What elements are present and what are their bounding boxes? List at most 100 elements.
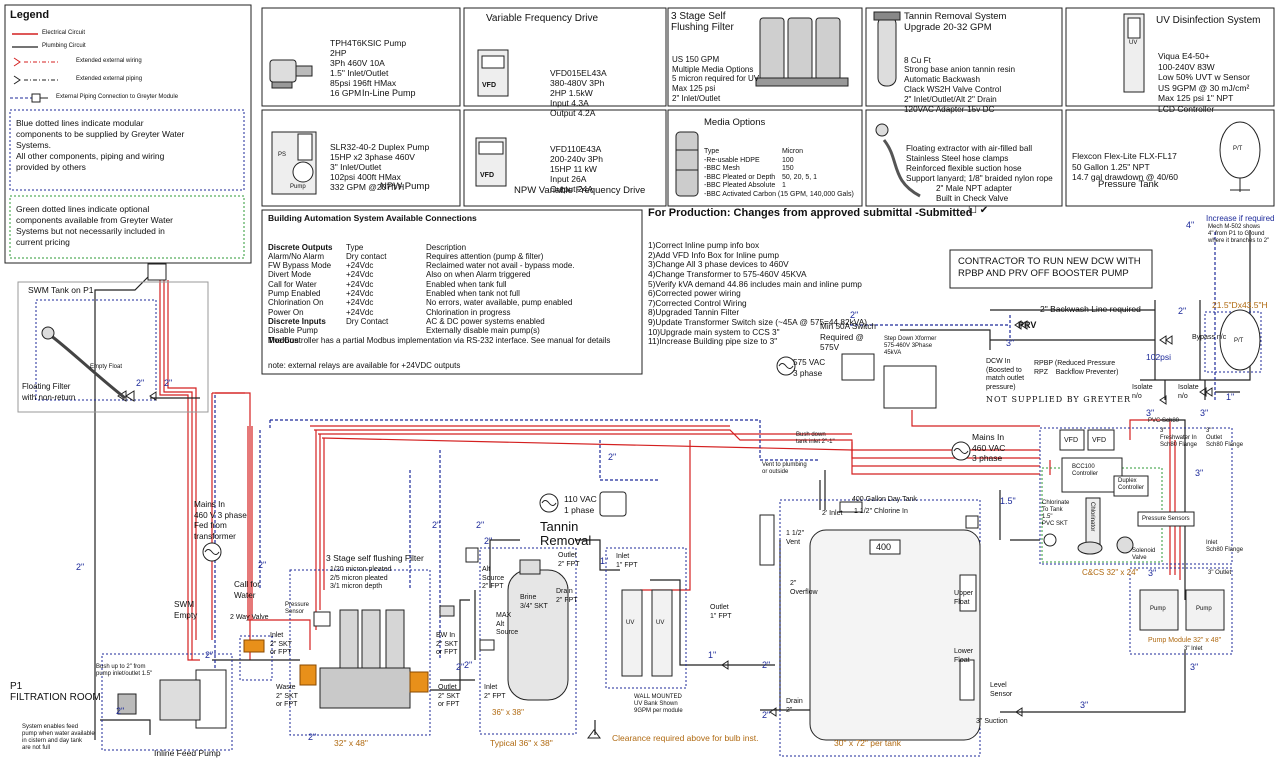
not-supplied-label: NOT SUPPLIED BY GREYTER [986,395,1131,404]
tank-400-label: 400 [876,542,892,552]
green-note-frame [9,195,245,259]
pipe-size: 1" [1226,392,1235,402]
ccs-size-label: C&CS 32" x 24" [1082,568,1139,577]
psi-label: 102psi [1146,352,1172,362]
pipe-size: 2" [850,310,859,320]
outlet-3-label: 3" Outlet [1208,570,1232,576]
npw-vfd-icon [475,137,507,187]
bush-up-label: Bush up to 2" from pump inlet/outlet 1.5… [96,664,153,677]
pump-module-label: Pump Module 32" x 48" [1148,637,1222,644]
inlet-1fpt-label: Inlet 1" FPT [616,553,638,569]
empty-float-label: Empty Float [90,364,123,370]
pipe-size: 2" [76,562,85,572]
changes-title: For Production: Changes from approved su… [648,207,973,219]
pipe-size: 2" [308,732,317,742]
pipe-size: 1" [600,556,609,566]
floating-extractor-icon [875,123,921,198]
pipe-size: 2" [464,660,473,670]
duplex-label: Duplex Controller [1118,478,1145,491]
switch-label: Min 50A Switch Required @ 575V [820,322,876,352]
npw-vfd-caption: NPW Variable Frequency Drive [514,185,646,196]
pressure-tank-caption: Pressure Tank [1098,179,1159,190]
chlorinator-label: Chlorinator [1089,502,1095,532]
two-way-label: 2 Way Valve [230,614,269,621]
bush-down-label: Bush down tank inlet 2"-1" [796,432,835,445]
pipe-size: 2" [1178,306,1187,316]
electrical-wiring [157,265,1181,661]
tannin-title: Tannin Removal System Upgrade 20-32 GPM [904,11,1007,33]
legend-item-ext-wiring: Extended external wiring [76,58,142,64]
pipe-size: 2" [762,660,771,670]
pressure-sensors-label: Pressure Sensors [1142,516,1190,522]
pipe-size: 1.5" [1000,496,1016,506]
bypass-label: Bypass n/c [1192,334,1227,341]
pipe-size: 3" [1190,662,1199,672]
check-icon: ☐ ✔ [968,205,989,216]
ac-source-icons [202,356,971,562]
npw-pump-caption: NPW Pump [380,181,430,192]
contractor-note: CONTRACTOR TO RUN NEW DCW WITH RPBP AND … [958,256,1141,279]
p1-room-label: P1 FILTRATION ROOM [10,681,101,703]
bas-note: note: external relays are available for … [268,361,461,370]
tannin-tank-icon [873,11,901,87]
inline-feed-label: Inline Feed Pump [154,748,221,758]
size-30-72: 30" x 72" per tank [834,738,901,748]
plumbing-lines [94,230,1251,740]
freshwater-label: 3" Freshwater In Sch80 Flange [1160,428,1198,448]
backwash-note: 2" Backwash Line required [1040,304,1141,314]
pipe-size: 2" [116,706,125,716]
pipe-size: 2" [164,378,173,388]
media-title: Media Options [704,117,766,128]
inlet-2-label: 2' Inlet [822,510,843,517]
swm-tank-frame [17,281,209,413]
vfd-icon [477,49,509,97]
floating-ball [41,326,55,340]
legend-item-ext-piping: Extended external piping [76,76,143,82]
drain-2-label: Drain 2" [786,698,803,714]
pipe-size: 3" [1195,468,1204,478]
uv-b-label: UV [656,620,665,626]
call-water-label: Call for Water [234,580,260,600]
pvc-label: PVC Sch80 [1148,418,1180,424]
pump-a-label: Pump [1150,606,1166,612]
tank-size-label: 21.5"Dx43.5"H [1212,300,1268,310]
dcw-label: DCW In (Boosted to match outlet pressure… [986,358,1025,391]
isolate-label-2: Isolate n/o [1178,384,1199,400]
floating-filter-label: Floating Filter with non-return [22,382,76,402]
pipe-size: 3" [1146,408,1155,418]
pipe-size: 1" [708,650,717,660]
vfd-b-label: VFD [1092,437,1106,444]
media-types: Type-Re-usable HDPE-BBC Mesh-BBC Pleated… [704,148,854,198]
floating-hose [49,333,126,400]
ps-label: PS [278,152,287,158]
legend-frame [4,4,252,264]
junction-box [147,263,167,281]
solenoid-label: Solenoid Valve [1132,548,1156,561]
uv-a-label: UV [626,620,635,626]
brine-label: Brine 3/4" SKT [520,594,548,610]
inline-pump-caption: In-Line Pump [362,88,416,98]
uv-icon-label: UV [1129,40,1138,46]
legend-item-external-connection: External Piping Connection to Greyter Mo… [56,94,179,100]
uv-title: UV Disinfection System [1156,15,1261,26]
legend-title: Legend [10,9,50,21]
pressure-sensor-label: Pressure Sensor [285,602,310,615]
vfd-title: Variable Frequency Drive [486,13,599,24]
outlet-flange-label: 3" Outlet Sch80 Flange [1206,428,1244,448]
inlet-3-label: 3" Inlet [1184,646,1203,652]
size-32-48: 32" x 48" [334,738,368,748]
clearance-icon [587,729,601,739]
mains-left-label: Mains In 460 V 3 phase Fed from transfor… [194,500,247,541]
size-36-38: 36" x 38" [492,708,524,717]
filter-title: 3 Stage Self Flushing Filter [671,11,734,33]
chlorine-in-label: 1 1/2" Chlorine In [854,508,908,515]
